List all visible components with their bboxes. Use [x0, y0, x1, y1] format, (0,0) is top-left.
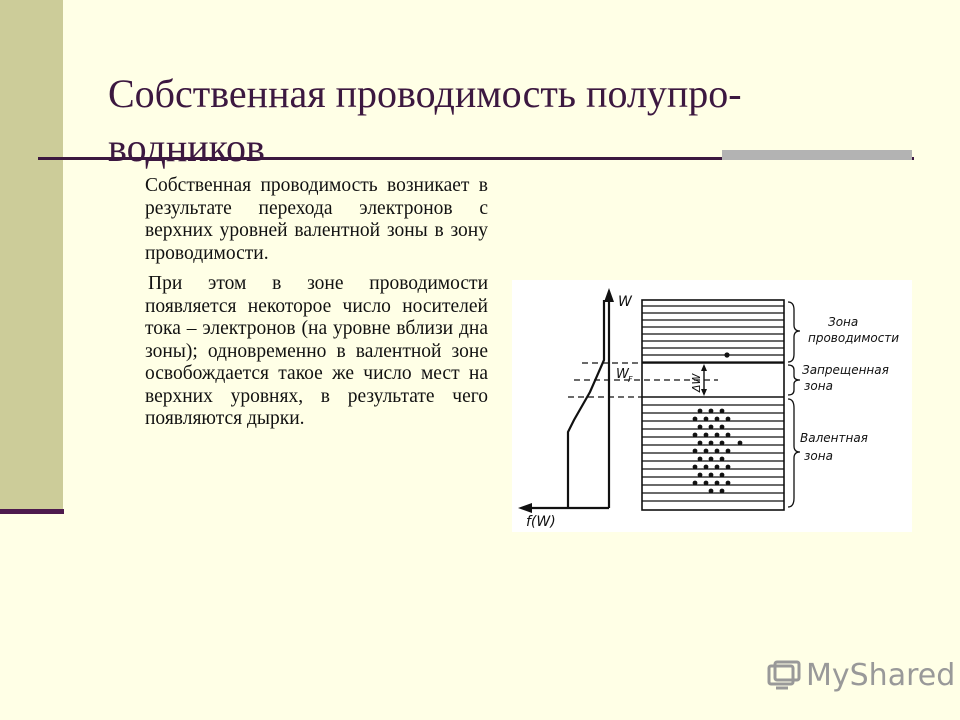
body-text: Собственная проводимость возникает в рез… — [145, 175, 488, 439]
myshared-logo-text: MyShared — [806, 658, 956, 693]
gap-arrow-head-up — [701, 364, 707, 371]
myshared-watermark: MyShared — [766, 652, 955, 700]
band-diagram-svg: W f(W) W — [518, 288, 899, 530]
forbidden-brace — [787, 364, 801, 396]
band-diagram: W f(W) W — [512, 280, 912, 532]
zone-conduction-label-1: Зона — [828, 315, 858, 329]
distribution-curve — [566, 300, 606, 508]
conduction-electron — [724, 352, 730, 358]
w-axis-label: W — [618, 294, 633, 310]
title-underline-accent — [722, 150, 912, 160]
paragraph-2: При этом в зоне проводимости появляется … — [145, 273, 488, 429]
valence-electrons — [692, 408, 743, 494]
zone-forbidden-label-2: зона — [804, 379, 833, 393]
myshared-logo-icon — [767, 660, 801, 690]
paragraph-1: Собственная проводимость возникает в рез… — [145, 175, 488, 264]
dashed-levels — [568, 362, 718, 398]
zone-valence-label-2: зона — [804, 449, 833, 463]
gap-arrow-head-down — [701, 389, 707, 396]
fermi-level-subscript: F — [628, 375, 633, 384]
gap-label: ΔW — [690, 372, 703, 393]
fermi-level-label: W — [616, 367, 630, 382]
fw-axis-label: f(W) — [526, 514, 556, 530]
title-underline — [38, 157, 914, 160]
valence-band-lines — [642, 404, 784, 502]
left-decor-bar-base — [0, 509, 64, 514]
w-axis-arrow — [604, 288, 614, 302]
conduction-band-lines — [642, 305, 784, 363]
slide-title-line2: водников — [108, 124, 265, 170]
slide-title: Собственная проводимость полупро- водник… — [108, 67, 888, 175]
fw-axis-arrow — [518, 503, 532, 513]
zone-valence-label-1: Валентная — [800, 431, 868, 445]
slide-title-line1: Собственная проводимость полупро- — [108, 70, 742, 116]
left-decor-bar — [0, 0, 63, 512]
zone-forbidden-label-1: Запрещенная — [802, 363, 889, 377]
zone-conduction-label-2: проводимости — [808, 331, 899, 345]
conduction-brace — [787, 301, 801, 363]
valence-brace — [787, 398, 801, 508]
